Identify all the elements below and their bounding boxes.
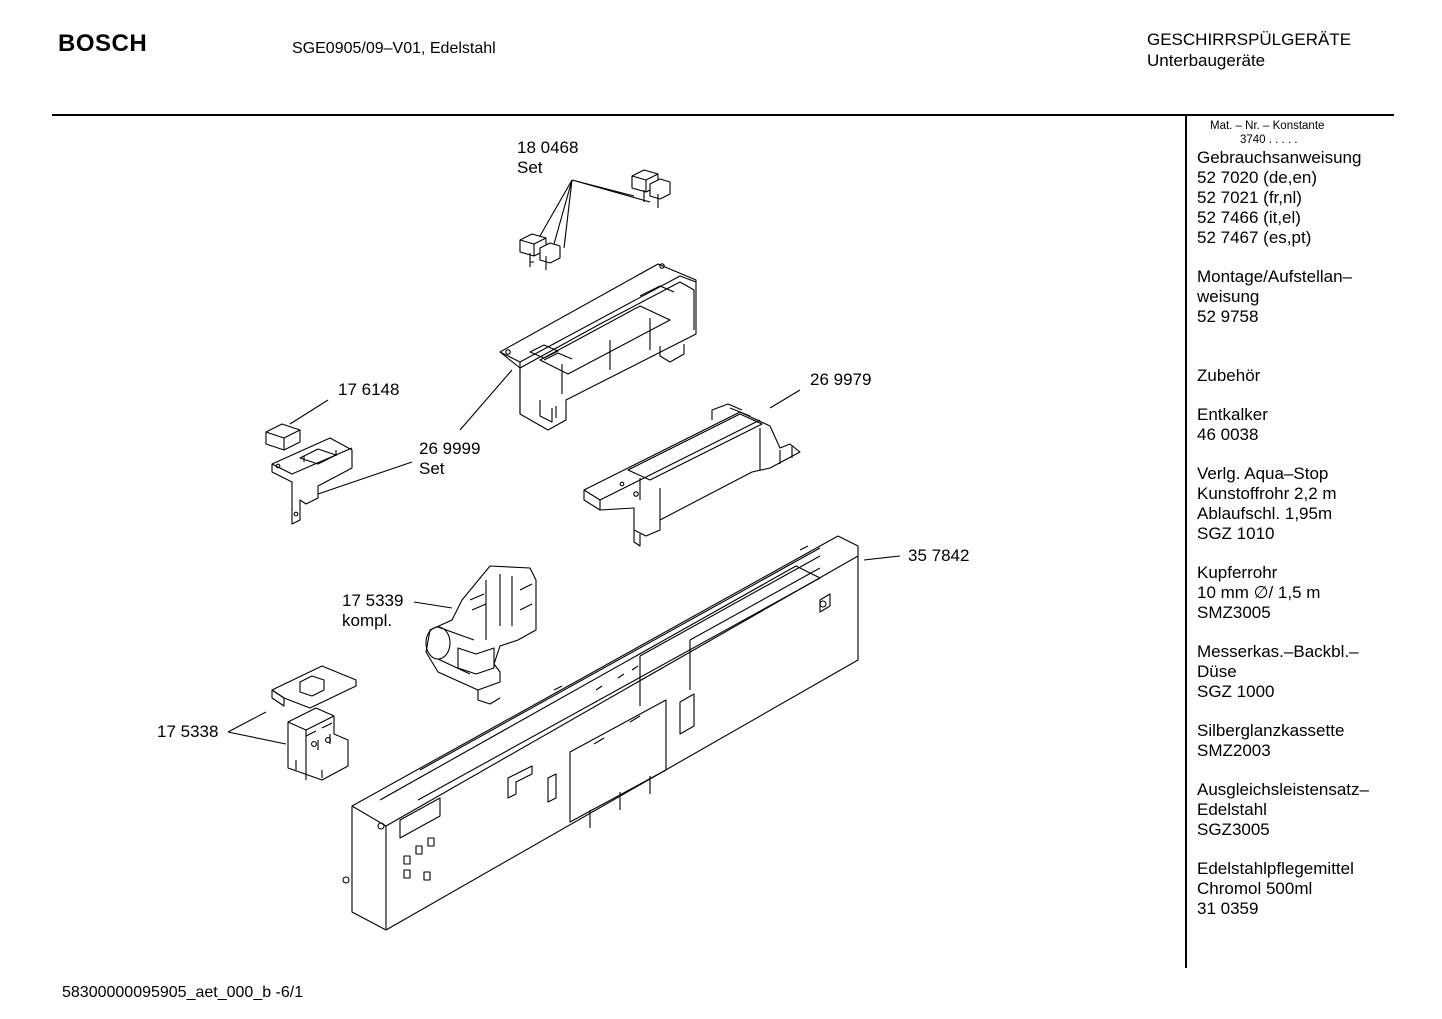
constant-label: Mat. – Nr. – Konstante	[1210, 120, 1325, 132]
door-lock-drawing	[426, 566, 536, 704]
accessory-line: Düse	[1197, 662, 1237, 681]
accessory-line: Entkalker	[1197, 405, 1268, 424]
accessory-group-manual: Gebrauchsanweisung 52 7020 (de,en) 52 70…	[1197, 148, 1397, 248]
accessory-group-zubehoer: Zubehör	[1197, 366, 1397, 386]
part-label-175338: 17 5338	[157, 722, 218, 742]
clip-part-drawing	[520, 170, 670, 270]
accessory-line: 52 9758	[1197, 307, 1259, 326]
accessory-group-installation: Montage/Aufstellan– weisung 52 9758	[1197, 267, 1397, 327]
accessory-group-descaler: Entkalker 46 0038	[1197, 405, 1397, 445]
exploded-parts-drawing	[0, 0, 1180, 970]
part-label-176148: 17 6148	[338, 380, 399, 400]
accessory-line: 52 7466 (it,el)	[1197, 208, 1301, 227]
sidebar-divider	[1185, 116, 1187, 968]
accessory-line: Kunstoffrohr 2,2 m	[1197, 484, 1337, 503]
display-module-drawing	[584, 404, 800, 546]
sensor-bracket-drawing	[266, 424, 352, 524]
accessory-group-copper-pipe: Kupferrohr 10 mm ∅/ 1,5 m SMZ3005	[1197, 563, 1397, 623]
accessory-line: 52 7021 (fr,nl)	[1197, 188, 1302, 207]
part-number: 17 5339	[342, 591, 404, 610]
accessory-line: Gebrauchsanweisung	[1197, 148, 1362, 167]
part-number: 26 9979	[810, 370, 872, 389]
document-id: 58300000095905_aet_000_b -6/1	[62, 984, 304, 1001]
accessory-line: Chromol 500ml	[1197, 879, 1313, 898]
model-title: SGE0905/09–V01, Edelstahl	[292, 40, 496, 57]
accessory-line: 10 mm ∅/ 1,5 m	[1197, 583, 1321, 602]
accessory-group-aquastop: Verlg. Aqua–Stop Kunstoffrohr 2,2 m Abla…	[1197, 464, 1397, 544]
part-label-180468: 18 0468 Set	[517, 138, 578, 178]
accessory-line: Edelstahlpflegemittel	[1197, 859, 1354, 878]
accessory-line: SGZ 1000	[1197, 682, 1275, 701]
accessory-line: SGZ 1010	[1197, 524, 1275, 543]
part-label-175339: 17 5339 kompl.	[342, 591, 403, 631]
control-housing-drawing	[500, 264, 696, 430]
bosch-logo: BOSCH	[58, 30, 148, 57]
part-note: Set	[419, 459, 445, 478]
part-label-269979: 26 9979	[810, 370, 871, 390]
accessories-list: Gebrauchsanweisung 52 7020 (de,en) 52 70…	[1197, 148, 1397, 919]
part-number: 17 5338	[157, 722, 219, 741]
part-note: Set	[517, 158, 543, 177]
accessory-line: Ablaufschl. 1,95m	[1197, 504, 1333, 523]
accessory-line: SMZ3005	[1197, 603, 1271, 622]
accessory-line: Edelstahl	[1197, 800, 1267, 819]
accessory-line: 46 0038	[1197, 425, 1259, 444]
part-label-357842: 35 7842	[908, 546, 969, 566]
accessory-group-nozzle: Messerkas.–Backbl.– Düse SGZ 1000	[1197, 642, 1397, 702]
accessory-line: Silberglanzkassette	[1197, 721, 1345, 740]
header-divider	[52, 114, 1394, 116]
accessory-line: 52 7020 (de,en)	[1197, 168, 1318, 187]
accessory-group-trim-kit: Ausgleichsleistensatz– Edelstahl SGZ3005	[1197, 780, 1397, 840]
accessory-heading: Zubehör	[1197, 366, 1261, 385]
part-note: kompl.	[342, 611, 393, 630]
accessory-line: weisung	[1197, 287, 1260, 306]
part-number: 18 0468	[517, 138, 579, 157]
accessory-line: Verlg. Aqua–Stop	[1197, 464, 1329, 483]
accessory-line: SGZ3005	[1197, 820, 1270, 839]
leader-lines	[228, 370, 900, 744]
accessory-group-care: Edelstahlpflegemittel Chromol 500ml 31 0…	[1197, 859, 1397, 919]
accessory-group-silver-cassette: Silberglanzkassette SMZ2003	[1197, 721, 1397, 761]
accessory-line: 31 0359	[1197, 899, 1259, 918]
category-title: GESCHIRRSPÜLGERÄTE	[1147, 30, 1352, 49]
accessory-line: SMZ2003	[1197, 741, 1271, 760]
constant-value: 3740 . . . . .	[1240, 134, 1298, 146]
subcategory-title: Unterbaugeräte	[1147, 51, 1266, 70]
part-number: 35 7842	[908, 546, 970, 565]
accessory-line: Messerkas.–Backbl.–	[1197, 642, 1359, 661]
part-number: 26 9999	[419, 439, 481, 458]
accessory-line: Kupferrohr	[1197, 563, 1278, 582]
part-label-269999: 26 9999 Set	[419, 439, 480, 479]
switch-drawing	[272, 666, 356, 780]
accessory-line: Montage/Aufstellan–	[1197, 267, 1352, 286]
accessory-line: 52 7467 (es,pt)	[1197, 228, 1312, 247]
accessory-line: Ausgleichsleistensatz–	[1197, 780, 1369, 799]
control-panel-drawing	[343, 536, 858, 930]
part-number: 17 6148	[338, 380, 400, 399]
